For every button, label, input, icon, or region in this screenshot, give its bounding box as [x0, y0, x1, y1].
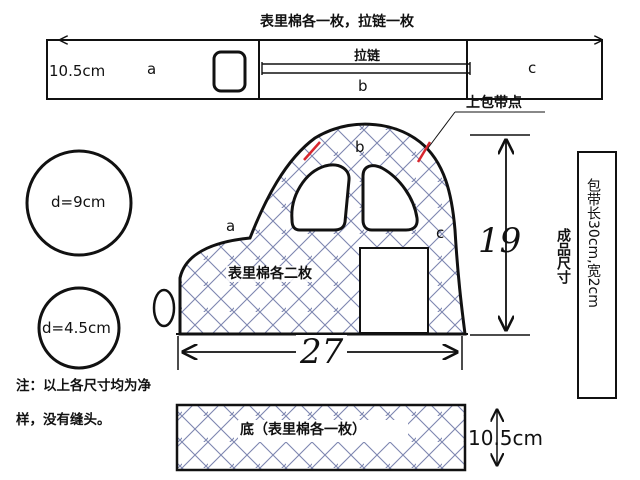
body-pieces-label: 表里棉各二枚 — [226, 266, 314, 282]
note-line-2: 样，没有缝头。 — [16, 412, 111, 428]
bottom-height-label: 10.5cm — [468, 426, 544, 450]
strip-label-b: b — [358, 77, 368, 95]
headlight — [152, 288, 176, 328]
size-box-title: 成品尺寸 — [555, 228, 571, 284]
body-outline — [178, 122, 467, 336]
circle-large — [25, 149, 133, 257]
zipper-strip — [46, 39, 603, 100]
strap-point-leader — [427, 111, 456, 149]
door — [359, 247, 429, 334]
body-width-label: 27 — [296, 335, 348, 369]
bottom-outline — [175, 403, 467, 472]
strap-point-label: 上包带点 — [466, 95, 522, 111]
circle-small-label: d=4.5cm — [42, 319, 111, 337]
circle-large-label: d=9cm — [51, 193, 106, 211]
body-label-a: a — [226, 217, 236, 235]
bottom-label-bg — [238, 420, 408, 442]
window-left — [290, 163, 351, 232]
strip-window — [212, 50, 247, 93]
circle-small — [37, 286, 121, 370]
strip-label-a: a — [147, 60, 157, 78]
size-box — [577, 151, 617, 399]
window-right — [361, 164, 419, 232]
size-box-strap-spec: 包带长30cm,宽2cm — [585, 178, 601, 308]
bottom-piece-label: 底（表里棉各一枚） — [240, 422, 366, 438]
body-label-c: c — [436, 224, 445, 242]
strap-mark-right — [416, 141, 432, 163]
strap-mark-left — [303, 141, 321, 161]
body-height-label: 19 — [478, 221, 522, 261]
bottom-piece — [175, 403, 497, 472]
strip-title: 表里棉各一枚，拉链一枚 — [260, 14, 414, 30]
strip-label-c: c — [528, 59, 537, 77]
zipper-label: 拉链 — [352, 49, 383, 64]
body-label-b: b — [355, 138, 365, 156]
note-line-1: 注：以上各尺寸均为净 — [16, 378, 151, 394]
strip-outline — [46, 39, 603, 100]
strip-height-label: 10.5cm — [49, 62, 106, 80]
